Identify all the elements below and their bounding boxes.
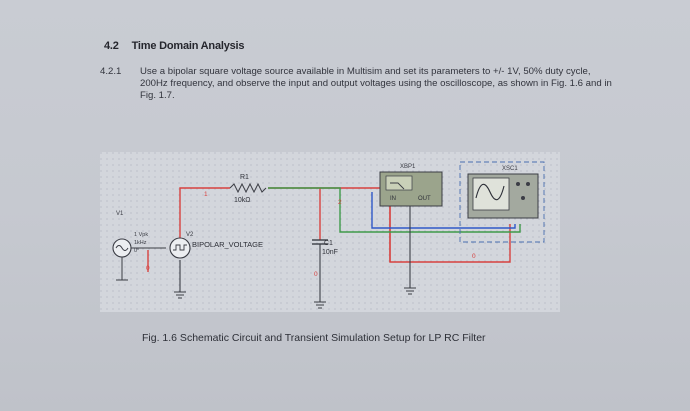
capacitor-c1-ref: C1 [324, 240, 333, 247]
source-v1-param-1: 1kHz [134, 240, 147, 246]
figure-caption: Fig. 1.6 Schematic Circuit and Transient… [142, 332, 486, 344]
section-number: 4.2 [104, 40, 119, 52]
oscilloscope-xsc1: XSC1 [459, 161, 545, 243]
source-v2: V2 BIPOLAR_VOLTAGE [169, 232, 263, 259]
bode-plotter-ref: XBP1 [400, 164, 416, 170]
green-wire [268, 187, 521, 233]
net-label-0b: 0 [314, 271, 318, 278]
blue-wire [371, 192, 516, 229]
source-v2-label: BIPOLAR_VOLTAGE [192, 240, 263, 249]
capacitor-c1: C1 10nF [312, 239, 338, 256]
ground-symbols [174, 287, 416, 309]
source-v1-param-2: 0° [134, 248, 139, 254]
net-label-1: 1 [204, 191, 208, 198]
bode-plotter-in-label: IN [390, 196, 396, 202]
section-title: Time Domain Analysis [131, 40, 245, 52]
source-v1: V1 1 Vpk 1kHz 0° [112, 211, 148, 281]
bode-plotter-out-label: OUT [418, 196, 431, 202]
net-label-0a: 0 [146, 265, 150, 272]
step-text: Use a bipolar square voltage source avai… [140, 66, 612, 101]
resistor-r1-value: 10kΩ [234, 197, 251, 204]
oscilloscope-ref: XSC1 [502, 166, 518, 172]
step-number: 4.2.1 [100, 66, 122, 77]
source-v1-ref: V1 [116, 211, 124, 217]
section-heading: 4.2 Time Domain Analysis [104, 40, 245, 52]
step-paragraph: 4.2.1 Use a bipolar square voltage sourc… [100, 66, 620, 102]
source-v2-ref: V2 [186, 232, 194, 238]
source-v1-param-0: 1 Vpk [134, 232, 148, 238]
net-label-2: 2 [338, 199, 342, 206]
resistor-r1: R1 10kΩ [229, 174, 267, 204]
net-label-0c: 0 [472, 253, 476, 260]
capacitor-c1-value: 10nF [322, 249, 338, 256]
schematic-figure: V1 1 Vpk 1kHz 0° V2 BIPOLAR_VOLTAGE R1 1… [100, 152, 560, 312]
bode-plotter-xbp1: XBP1 IN OUT [379, 164, 443, 207]
resistor-r1-ref: R1 [240, 174, 249, 181]
